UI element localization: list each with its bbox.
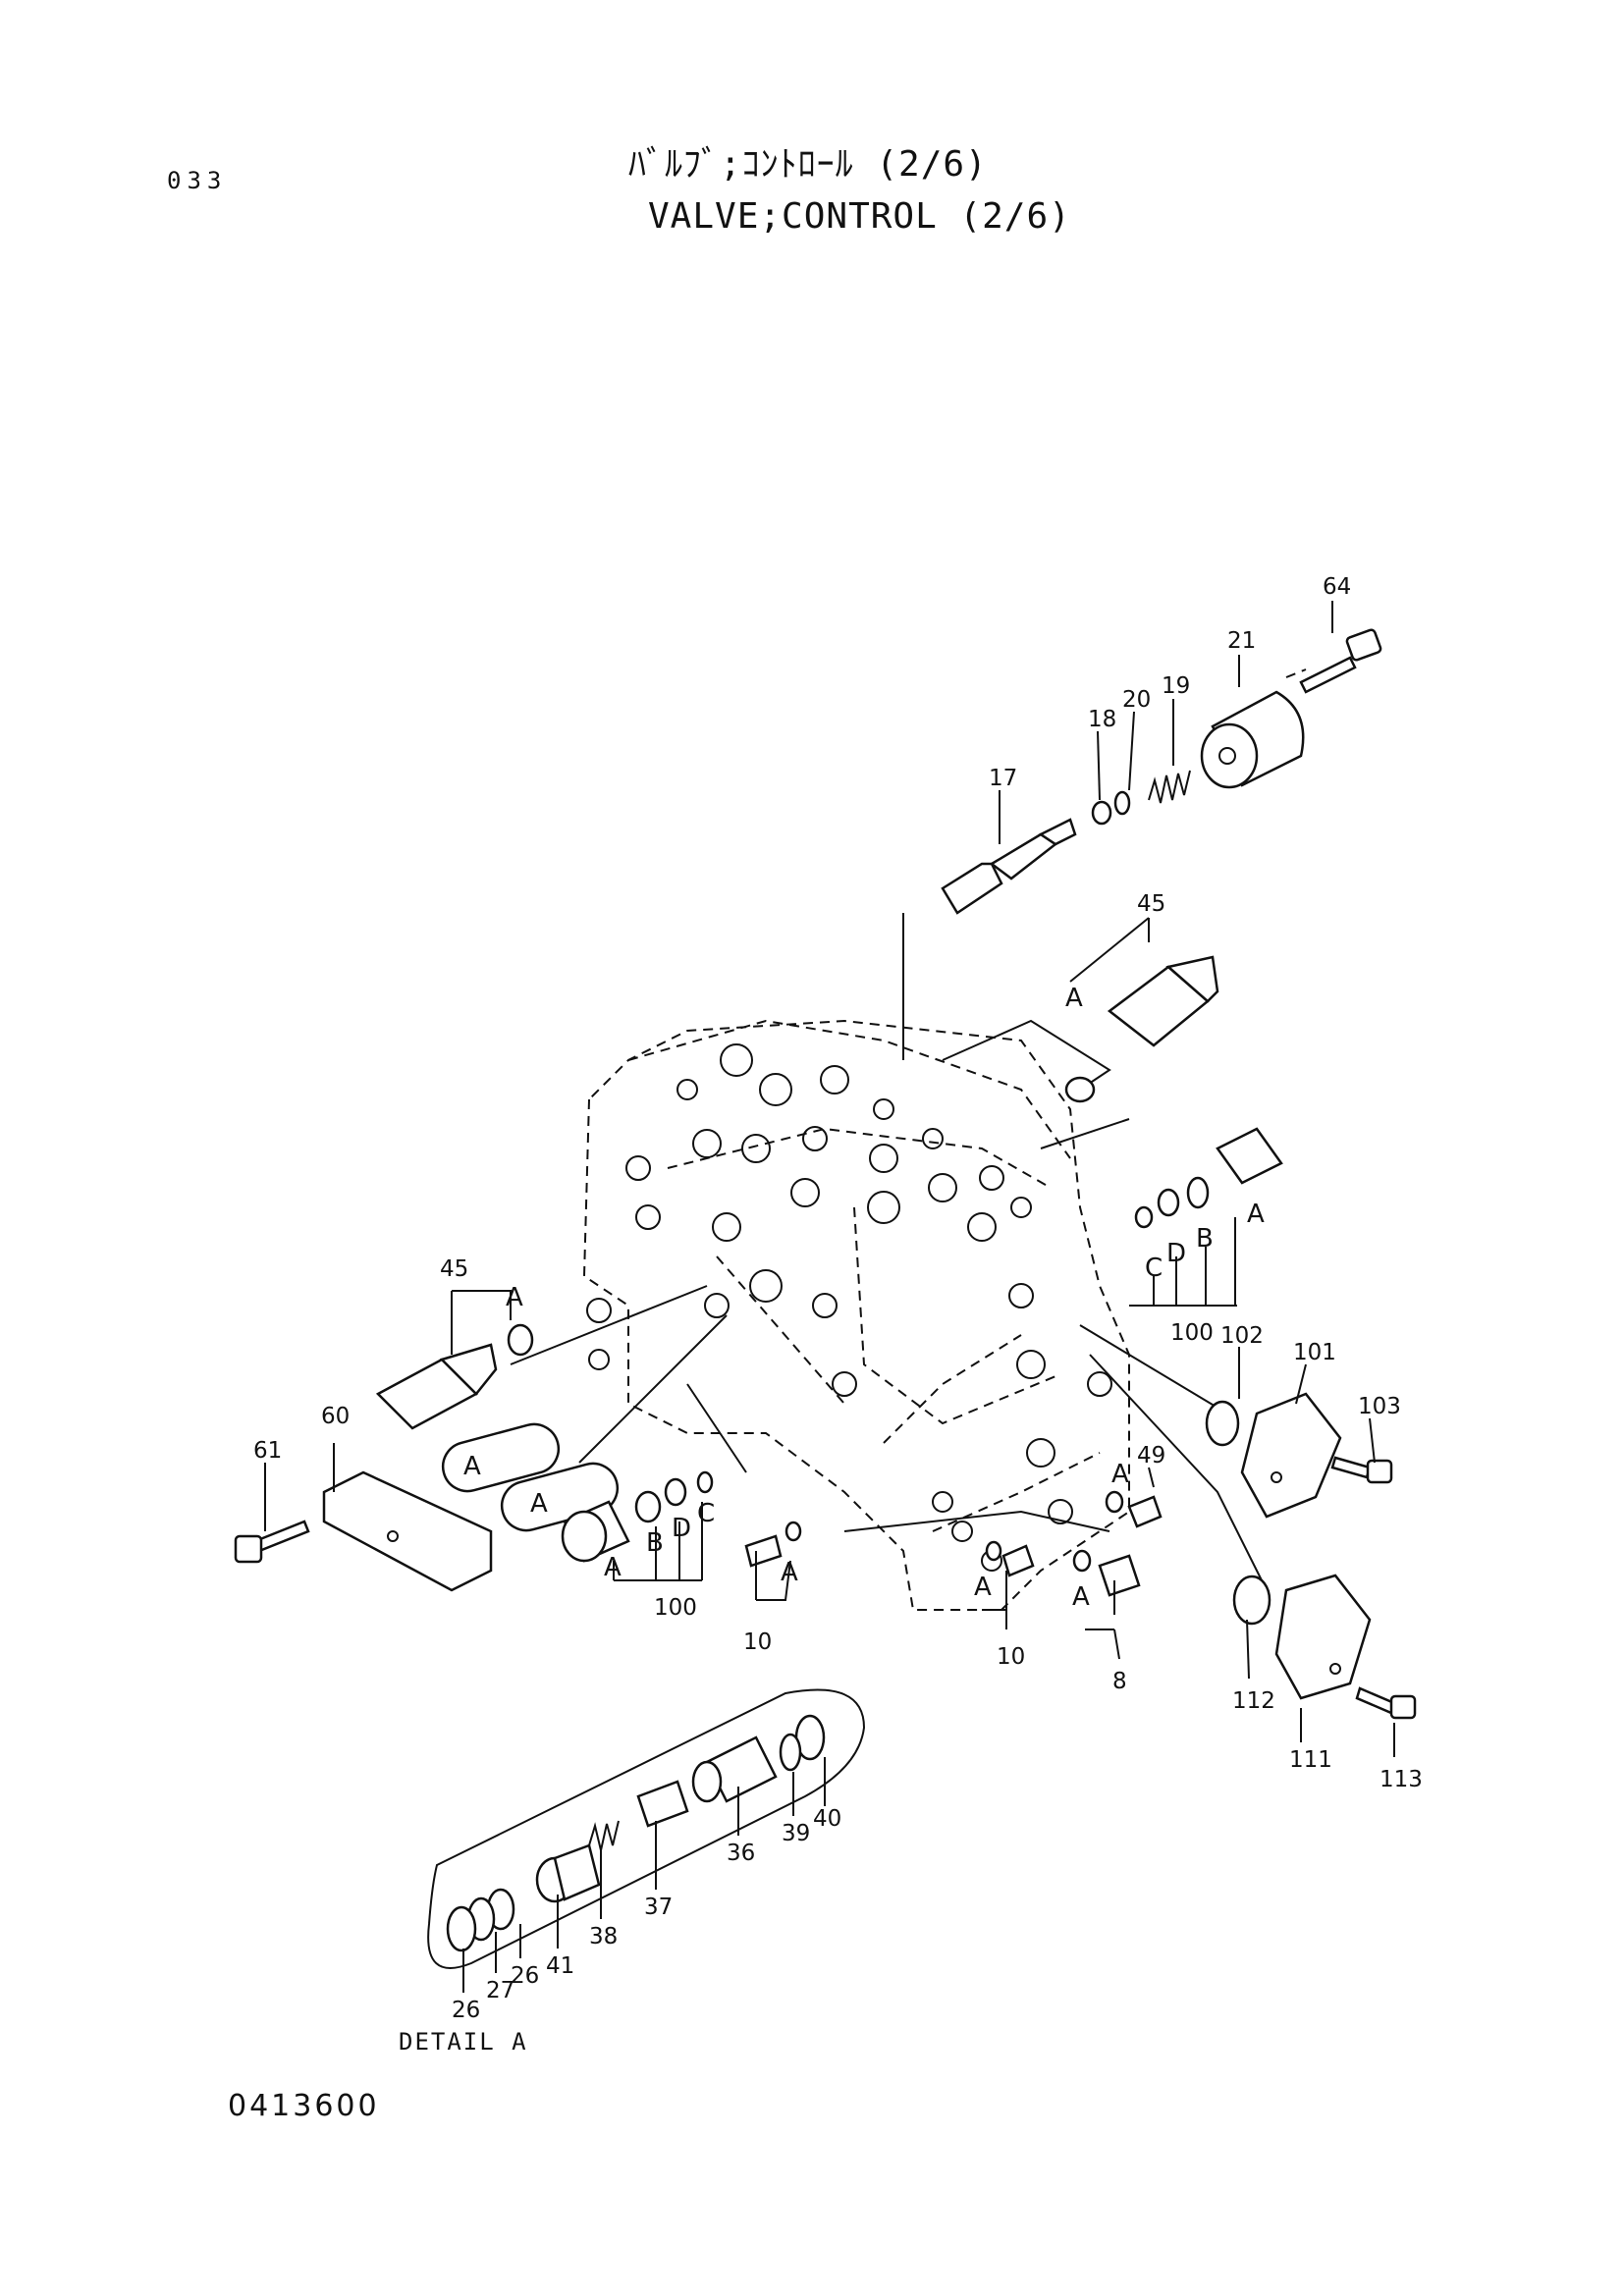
part-19-spring	[1148, 770, 1191, 804]
callout-45-left: 45	[440, 1256, 468, 1282]
callout-leaders	[264, 601, 1395, 1993]
callout-49: 49	[1137, 1443, 1165, 1468]
part-10-plug-left	[744, 1521, 802, 1568]
part-21-cap	[1200, 690, 1305, 789]
callout-20: 20	[1122, 687, 1151, 713]
part-49-plug	[1105, 1490, 1163, 1528]
part-61-bolt	[234, 1520, 310, 1564]
callout-112: 112	[1232, 1688, 1275, 1714]
callout-27: 27	[486, 1978, 514, 2003]
callout-21: 21	[1227, 628, 1256, 654]
part-60-bracket	[322, 1470, 493, 1592]
drawing-number: 0413600	[228, 2089, 380, 2123]
detail-a-caption: DETAIL A	[399, 2028, 528, 2056]
part-102-oring	[1205, 1400, 1240, 1447]
marker-a-49: A	[1111, 1460, 1129, 1489]
callout-36: 36	[727, 1841, 755, 1866]
callout-17: 17	[989, 766, 1017, 791]
callout-8: 8	[1112, 1669, 1127, 1694]
callout-41: 41	[546, 1953, 574, 1979]
title-japanese: ﾊﾞﾙﾌﾞ;ｺﾝﾄﾛｰﾙ (2/6)	[628, 144, 988, 185]
valve-body	[510, 913, 1268, 1611]
callout-39: 39	[782, 1821, 810, 1846]
marker-a-right: A	[1247, 1200, 1265, 1229]
callout-101: 101	[1293, 1340, 1336, 1365]
marker-a-10-right: A	[974, 1573, 992, 1602]
marker-d-left: D	[672, 1514, 691, 1543]
part-113-bolt	[1355, 1686, 1417, 1720]
marker-a-pill-1: A	[463, 1452, 481, 1481]
callout-102: 102	[1220, 1323, 1264, 1349]
callout-45-top: 45	[1137, 891, 1165, 917]
callout-26-b: 26	[511, 1963, 539, 1989]
part-112-oring	[1232, 1575, 1271, 1626]
callout-103: 103	[1358, 1394, 1401, 1419]
callout-18: 18	[1088, 707, 1116, 732]
callout-111: 111	[1289, 1747, 1332, 1773]
part-111-flange	[1274, 1574, 1372, 1700]
marker-a-top: A	[1065, 984, 1083, 1013]
callout-60: 60	[321, 1404, 350, 1429]
callout-61: 61	[253, 1438, 282, 1464]
page-number: 033	[167, 167, 228, 194]
callout-10-left: 10	[743, 1629, 772, 1655]
part-101-flange	[1240, 1392, 1342, 1519]
callout-100-left: 100	[654, 1595, 697, 1621]
part-20-oring	[1113, 790, 1131, 816]
part-64-bolt	[1299, 628, 1382, 694]
marker-d-right: D	[1166, 1239, 1186, 1268]
marker-a-left-plug: A	[604, 1553, 622, 1582]
marker-c-right: C	[1145, 1254, 1163, 1283]
part-8-plug	[1072, 1549, 1141, 1597]
marker-a-left: A	[506, 1283, 523, 1312]
part-45-relief-valve-top	[1064, 955, 1219, 1103]
detail-a-assembly	[427, 1688, 866, 1969]
callout-37: 37	[644, 1895, 673, 1920]
callout-100-right: 100	[1170, 1320, 1214, 1346]
marker-a-pill-2: A	[530, 1489, 548, 1519]
part-18-washer	[1091, 800, 1112, 826]
callout-38: 38	[589, 1924, 618, 1949]
part-100-right-seals	[1134, 1127, 1283, 1229]
marker-c-left: C	[697, 1499, 715, 1528]
callout-numbers: 64 21 19 20 18 17 45 45 100 100 102 101 …	[253, 574, 1423, 2023]
part-10-plug-right	[985, 1540, 1035, 1577]
callout-10-right: 10	[997, 1644, 1025, 1670]
letter-markers: A A C D B A A A A B D C A A A A	[463, 984, 1265, 1612]
callout-19: 19	[1162, 673, 1190, 699]
marker-b-left: B	[646, 1528, 664, 1558]
callout-64: 64	[1323, 574, 1351, 600]
title-english: VALVE;CONTROL (2/6)	[648, 196, 1071, 237]
part-45-relief-valve-left	[375, 1323, 534, 1430]
callout-40: 40	[813, 1806, 841, 1832]
part-100-left-seals	[561, 1470, 714, 1563]
callout-113: 113	[1380, 1767, 1423, 1792]
marker-a-10-left: A	[781, 1558, 798, 1587]
marker-a-8: A	[1072, 1582, 1090, 1612]
part-103-bolt	[1330, 1456, 1393, 1484]
callout-26-a: 26	[452, 1998, 480, 2023]
spool-17	[941, 818, 1077, 915]
marker-b-right: B	[1196, 1224, 1214, 1254]
